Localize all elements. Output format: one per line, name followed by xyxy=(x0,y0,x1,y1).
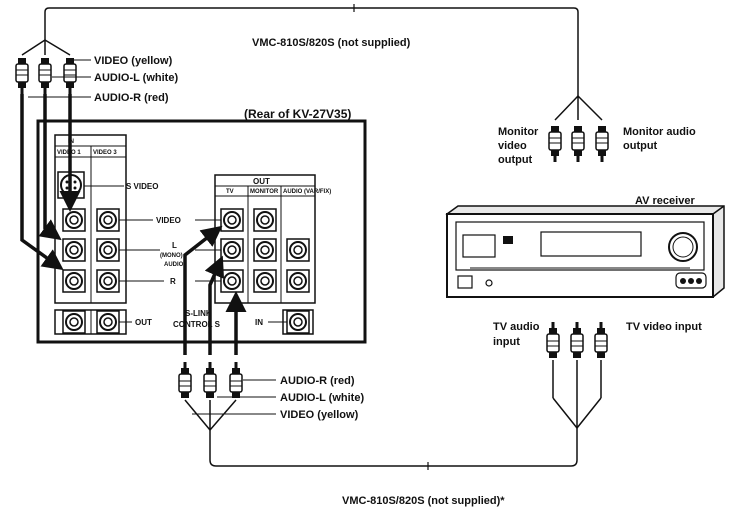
tv-input-plugs xyxy=(546,321,608,359)
av-receiver xyxy=(445,205,725,298)
plug-label-audio-l-white: AUDIO-L (white) xyxy=(94,72,178,84)
rca-plug-icon xyxy=(38,57,52,95)
arrow-icon xyxy=(20,94,81,271)
row-video-label: VIDEO xyxy=(156,216,181,225)
top-cable xyxy=(21,4,579,96)
plug-label-video-yellow: VIDEO (yellow) xyxy=(94,55,173,67)
bottom-cable-label: VMC-810S/820S (not supplied)* xyxy=(342,495,505,507)
svideo-label: S VIDEO xyxy=(126,182,158,191)
rca-plug-icon xyxy=(15,57,29,95)
top-cable-label: VMC-810S/820S (not supplied) xyxy=(252,37,411,49)
rca-plug-icon xyxy=(570,321,584,359)
monitor-video-label-3: output xyxy=(498,154,533,166)
plug-label-audio-l-white-bottom: AUDIO-L (white) xyxy=(280,392,364,404)
row-l-label: L xyxy=(172,241,177,250)
top-plug-leaders xyxy=(28,59,91,98)
rca-plug-icon xyxy=(178,361,192,399)
arrow-icon xyxy=(183,225,247,355)
volume-knob-icon xyxy=(668,232,698,262)
monitor-video-label-2: video xyxy=(498,140,527,152)
tv-rear-panel xyxy=(36,119,367,344)
top-cable-right-branch xyxy=(554,95,603,121)
row-r-label: R xyxy=(170,277,176,286)
row-mono-label: (MONO) xyxy=(160,253,183,259)
slink-label: S-LINK xyxy=(185,309,212,318)
top-plugs xyxy=(15,57,77,95)
out-col-tv: TV xyxy=(226,189,234,195)
monitor-out-label: OUT xyxy=(135,318,152,327)
rca-plug-icon xyxy=(594,321,608,359)
bottom-cable xyxy=(184,397,602,470)
control-s-in-label: IN xyxy=(255,318,263,327)
rca-plug-icon xyxy=(63,57,77,95)
tv-video-label: TV video input xyxy=(626,321,702,333)
rca-plug-icon xyxy=(571,125,585,163)
rca-plug-icon xyxy=(203,361,217,399)
monitor-output-plugs xyxy=(548,125,609,163)
monitor-audio-label-2: output xyxy=(623,140,658,152)
monitor-audio-label-1: Monitor audio xyxy=(623,126,696,138)
out-col-audio: AUDIO (VAR/FIX) xyxy=(283,189,331,195)
row-audio-label: AUDIO xyxy=(164,262,184,268)
plug-label-audio-r-red: AUDIO-R (red) xyxy=(94,92,169,104)
rca-plug-icon xyxy=(548,125,562,163)
rca-plug-icon xyxy=(595,125,609,163)
plug-label-audio-r-red-bottom: AUDIO-R (red) xyxy=(280,375,355,387)
tv-panel-title: (Rear of KV-27V35) xyxy=(244,107,351,121)
bottom-plugs xyxy=(178,361,243,399)
tv-audio-label-2: input xyxy=(493,336,520,348)
plug-label-video-yellow-bottom: VIDEO (yellow) xyxy=(280,409,359,421)
bottom-cable-right-drops xyxy=(552,360,602,398)
monitor-video-label-1: Monitor xyxy=(498,126,539,138)
rca-plug-icon xyxy=(229,361,243,399)
bottom-plug-leaders xyxy=(192,379,276,415)
tv-audio-label-1: TV audio xyxy=(493,321,540,333)
control-s-label: CONTROL S xyxy=(173,320,221,329)
in-col-video3: VIDEO 3 xyxy=(93,150,117,156)
out-col-monitor: MONITOR xyxy=(250,189,279,195)
rca-plug-icon xyxy=(546,321,560,359)
av-receiver-title: AV receiver xyxy=(635,195,695,207)
out-header: OUT xyxy=(253,177,270,186)
